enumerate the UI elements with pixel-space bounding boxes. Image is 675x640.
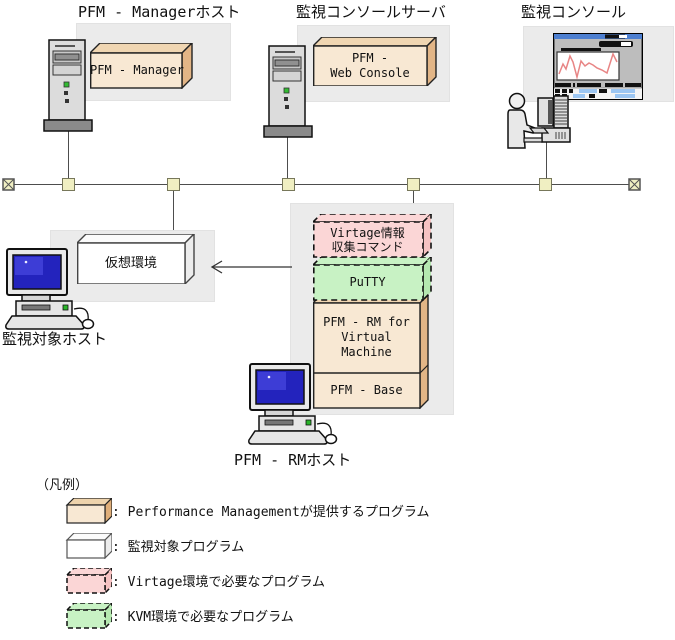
pfm-manager-box [90,43,193,89]
web-console-box [313,37,437,86]
network-node-5 [539,178,552,191]
person-at-computer-icon [507,92,571,149]
rm-host-pc-icon [247,363,338,445]
putty-box-label: PuTTY [349,275,386,289]
legend-title: （凡例） [36,478,89,493]
network-node-2 [167,178,180,191]
connector-manager [68,131,69,178]
legend-swatch-pfm-program [65,498,112,524]
putty-box [313,257,432,301]
pfm-manager-box-label: PFM - Manager [90,63,184,77]
legend-label-virtage-program: : Virtage環境で必要なプログラム [112,575,326,590]
rm-host-label: PFM - RMホスト [234,451,352,469]
network-node-3 [282,178,295,191]
network-terminator-right [628,178,641,191]
legend-label-pfm-program: : Performance Managementが提供するプログラム [112,505,430,520]
connector-console [546,142,547,178]
legend-label-monitored-program: : 監視対象プログラム [112,540,245,555]
connector-virtual-env [173,191,174,230]
connector-rm-host [413,191,414,203]
console-title: 監視コンソール [521,3,627,21]
monitored-host-pc-icon [4,248,95,330]
connector-console-server [287,137,288,178]
virtual-env-box [77,234,195,284]
console-window-icon [553,33,643,100]
server-icon [263,45,313,138]
virtual-env-box-label: 仮想環境 [104,256,157,271]
virtage-command-box-label: Virtage情報 収集コマンド [330,226,405,254]
web-console-box-label: PFM - Web Console [330,51,410,80]
server-icon [43,39,93,132]
legend-label-kvm-program: : KVM環境で必要なプログラム [112,610,294,625]
manager-host-title: PFM - Managerホスト [78,3,241,21]
network-node-1 [62,178,75,191]
legend-swatch-virtage-program [65,568,112,594]
network-node-4 [407,178,420,191]
network-terminator-left [2,178,15,191]
network-line [8,184,633,185]
legend-swatch-monitored-program [65,533,112,559]
virtage-command-box [313,214,432,258]
monitored-host-label: 監視対象ホスト [2,330,108,348]
pfm-base-label: PFM - Base [330,383,403,397]
arrow-to-virtual-env [210,260,292,274]
legend-swatch-kvm-program [65,603,112,629]
pfm-rm-vm-label: PFM - RM for Virtual Machine [323,315,410,359]
console-server-title: 監視コンソールサーバ [296,3,446,21]
